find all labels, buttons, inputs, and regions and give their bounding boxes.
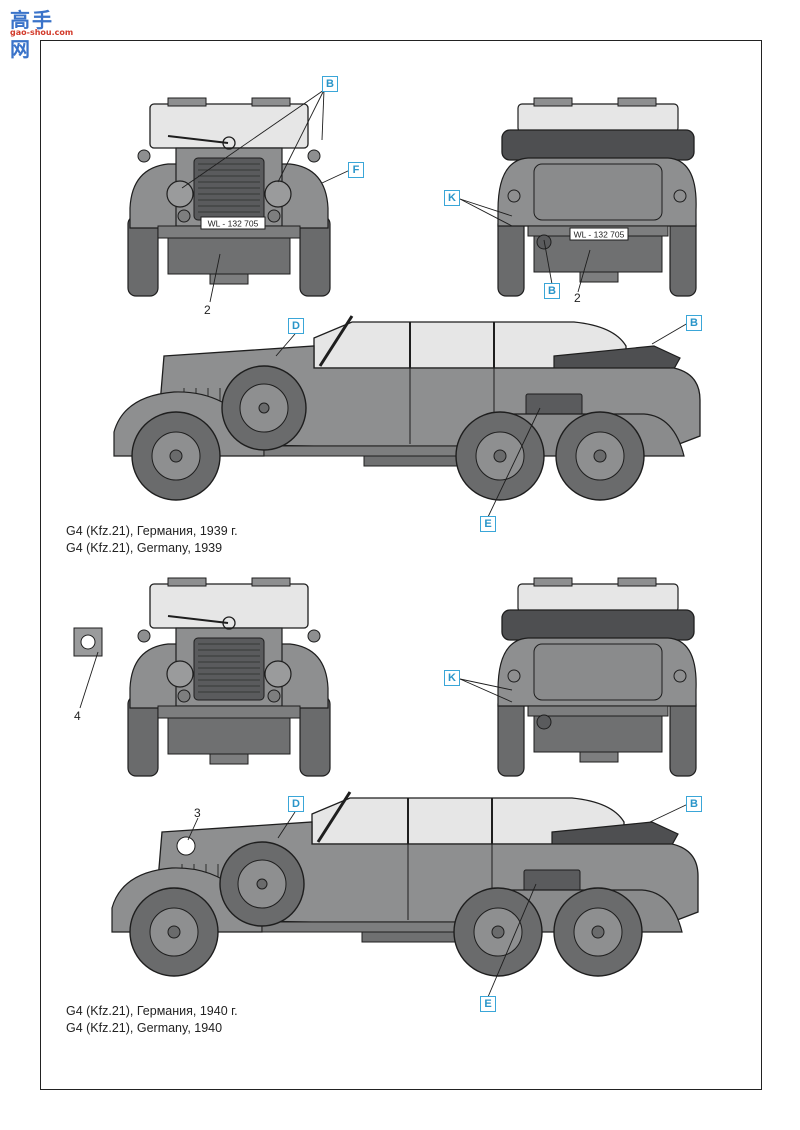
rear-view-1940 (497, 577, 697, 777)
callout-side-b: B (686, 315, 702, 331)
part-number-detail-4: 4 (74, 709, 81, 723)
callout-front-b: B (322, 76, 338, 92)
callout-front-f: F (348, 162, 364, 178)
part-number-front-2: 2 (204, 303, 211, 317)
page-frame (40, 40, 762, 1090)
front-view-1939 (127, 97, 331, 297)
callout-side-b-1940: B (686, 796, 702, 812)
watermark-url: gao-shou.com (10, 28, 74, 37)
detail-part-hole (80, 634, 96, 650)
front-plate-text: WL - 132 705 (208, 219, 259, 229)
rear-license-plate (569, 227, 629, 241)
side-view-1939 (112, 314, 702, 502)
callout-side-e: E (480, 516, 496, 532)
leader-lines (79, 89, 689, 998)
caption-1939: G4 (Kfz.21), Германия, 1939 г. G4 (Kfz.2… (66, 523, 238, 557)
convoy-light-marker (176, 836, 196, 856)
callout-side-e-1940: E (480, 996, 496, 1012)
callout-side-d: D (288, 318, 304, 334)
front-license-plate (200, 216, 266, 230)
caption-1939-en: G4 (Kfz.21), Germany, 1939 (66, 541, 223, 555)
caption-1939-ru: G4 (Kfz.21), Германия, 1939 г. (66, 524, 238, 538)
part-number-rear-2: 2 (574, 291, 581, 305)
callout-rear-k-1940: K (444, 670, 460, 686)
caption-1940: G4 (Kfz.21), Германия, 1940 г. G4 (Kfz.2… (66, 1003, 238, 1037)
watermark-logo: 高手网 gao-shou.com (4, 4, 74, 61)
callout-rear-b: B (544, 283, 560, 299)
part-number-side-3: 3 (194, 806, 201, 820)
callout-side-d-1940: D (288, 796, 304, 812)
rear-view-1939 (497, 97, 697, 297)
front-view-1940 (127, 577, 331, 777)
watermark-title: 高手网 (10, 8, 54, 61)
callout-rear-k: K (444, 190, 460, 206)
rear-plate-text: WL - 132 705 (574, 230, 625, 240)
caption-1940-ru: G4 (Kfz.21), Германия, 1940 г. (66, 1004, 238, 1018)
caption-1940-en: G4 (Kfz.21), Germany, 1940 (66, 1021, 223, 1035)
